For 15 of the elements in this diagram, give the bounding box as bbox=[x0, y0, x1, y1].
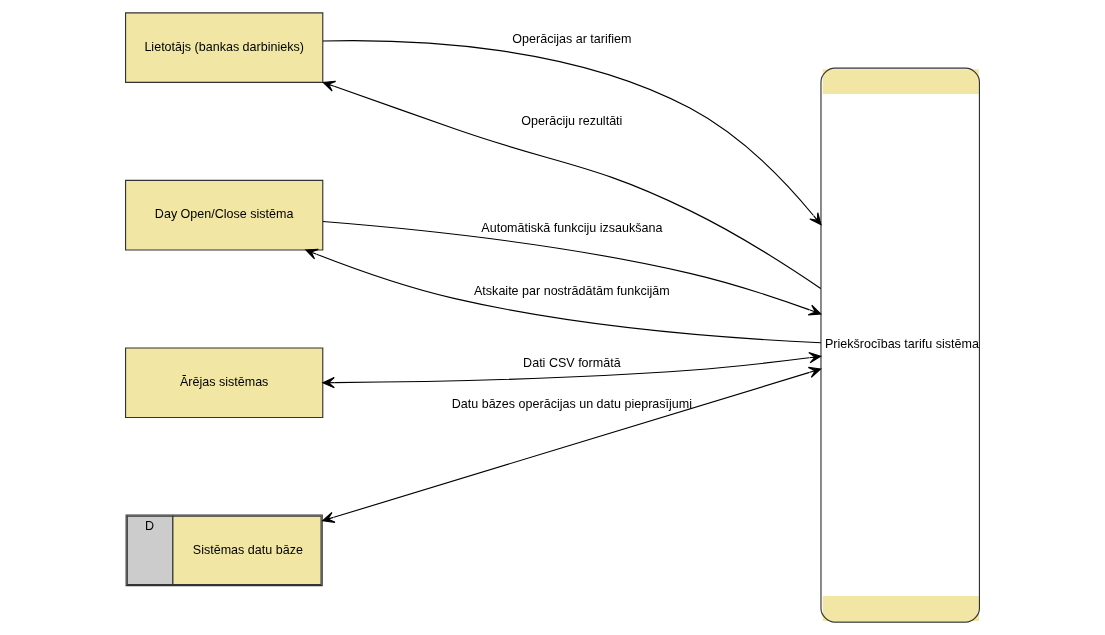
edge-label: Datu bāzes operācijas un datu pieprasījumi bbox=[451, 396, 693, 411]
arrow bbox=[305, 248, 822, 344]
arrow bbox=[322, 220, 822, 316]
edge-label: Atskaite par nostrādātām funkcijām bbox=[474, 283, 670, 298]
node-box: Lietotājs (bankas darbinieks) bbox=[125, 12, 324, 83]
arrow bbox=[322, 352, 822, 389]
node-box: Day Open/Close sistēma bbox=[125, 179, 324, 251]
edge-label: Automātiskā funkciju izsaukšana bbox=[481, 221, 663, 236]
arrow bbox=[322, 80, 822, 290]
edge-label: Dati CSV formātā bbox=[523, 355, 621, 370]
arrow bbox=[322, 366, 822, 523]
arrow bbox=[322, 40, 822, 226]
node-box: Ārējas sistēmas bbox=[125, 347, 324, 419]
edge-label: Operācijas ar tarifiem bbox=[512, 31, 632, 46]
edge-label: Operāciju rezultāti bbox=[521, 113, 623, 128]
